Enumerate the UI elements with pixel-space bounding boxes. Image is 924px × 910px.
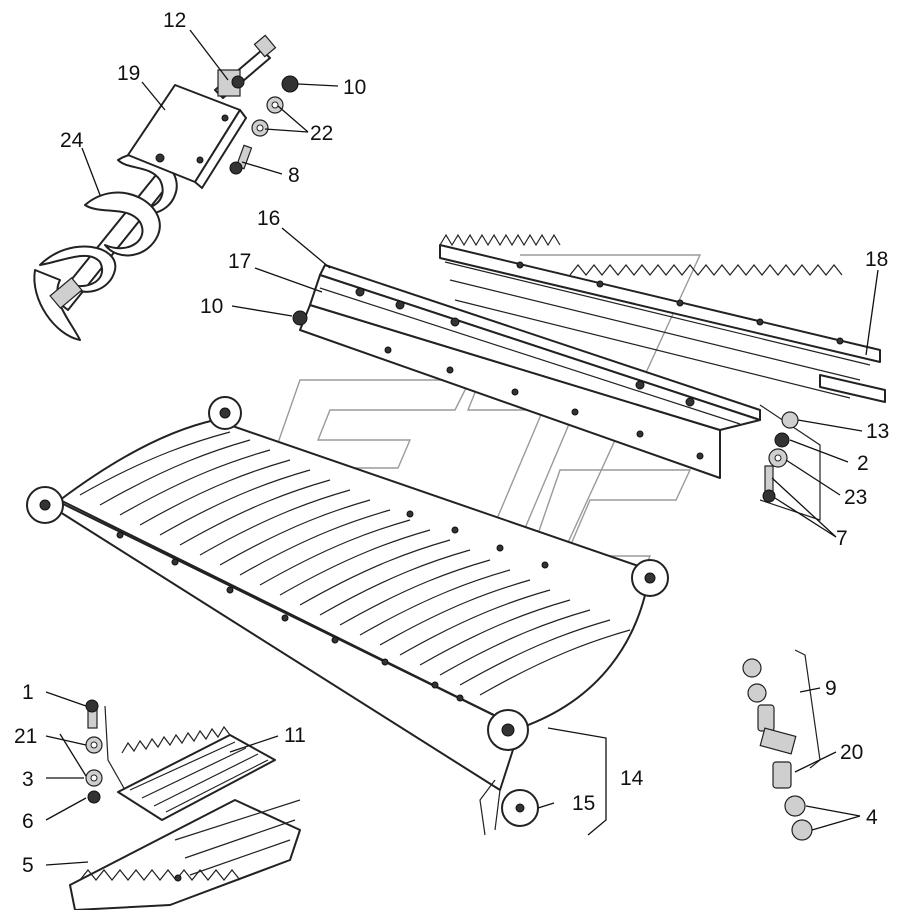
- callout-15: 15: [572, 792, 595, 815]
- callout-18: 18: [865, 248, 888, 271]
- toothed-plate: [117, 725, 276, 821]
- callout-14: 14: [620, 767, 644, 790]
- bracket-plate: [127, 84, 247, 189]
- callout-24: 24: [60, 129, 84, 152]
- callout-10-top: 10: [343, 76, 366, 99]
- callout-11: 11: [284, 724, 306, 747]
- bottom-right-fasteners: [742, 649, 821, 841]
- callout-4: 4: [866, 806, 878, 829]
- callout-9: 9: [825, 677, 837, 700]
- callout-5: 5: [22, 854, 34, 877]
- callout-13: 13: [866, 420, 889, 443]
- callout-3: 3: [22, 768, 34, 791]
- callout-23: 23: [844, 486, 867, 509]
- callout-6: 6: [22, 810, 34, 833]
- concave-grate: [26, 396, 669, 831]
- callout-22: 22: [310, 122, 333, 145]
- callout-17: 17: [228, 250, 251, 273]
- leader-lines: [45, 29, 879, 866]
- callout-12: 12: [163, 9, 186, 32]
- callout-2: 2: [857, 452, 869, 475]
- callout-8: 8: [288, 164, 300, 187]
- toothed-strip: [69, 799, 301, 910]
- callout-1: 1: [22, 681, 34, 704]
- callout-21: 21: [14, 725, 37, 748]
- bottom-left-fasteners: [85, 699, 126, 804]
- callout-10-middle: 10: [200, 295, 223, 318]
- angle-beam: [292, 264, 761, 479]
- callout-19: 19: [117, 62, 140, 85]
- drive-shaft: [214, 34, 277, 99]
- auger-screw: [33, 152, 178, 341]
- callout-labels: 12 19 24 10 22 8 16 17 10 18 13 2 23 7 9…: [14, 9, 889, 877]
- disc-part: [479, 779, 539, 836]
- callout-16: 16: [257, 207, 280, 230]
- toothed-knife-bar: [439, 233, 886, 403]
- callout-7: 7: [836, 527, 848, 550]
- callout-20: 20: [840, 741, 863, 764]
